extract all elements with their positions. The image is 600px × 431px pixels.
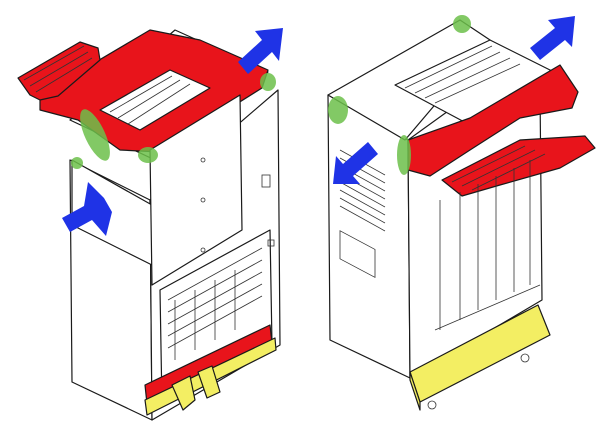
left-green-corner-b [138, 147, 158, 163]
left-yellow-foot-b [197, 365, 221, 399]
left-top-opening [99, 69, 211, 131]
left-machine-view [17, 28, 283, 421]
right-red-tray [441, 135, 596, 197]
right-arrow-down-left [333, 142, 378, 184]
left-green-corner-d [71, 157, 83, 169]
right-red-top-cover [407, 64, 579, 177]
left-green-corner-c [260, 73, 276, 91]
right-green-corner-c [453, 15, 471, 33]
right-green-corner-b [397, 135, 411, 175]
left-arrow-up-right [238, 28, 283, 74]
left-green-corner-a [80, 109, 110, 161]
right-machine-view [327, 15, 596, 411]
right-green-corner-a [328, 96, 348, 124]
left-red-output-tray [17, 41, 101, 101]
right-arrow-up-right [530, 16, 575, 60]
left-arrow-down-left [62, 182, 112, 236]
left-yellow-foot-a [171, 375, 196, 411]
right-yellow-base-front [409, 371, 421, 411]
